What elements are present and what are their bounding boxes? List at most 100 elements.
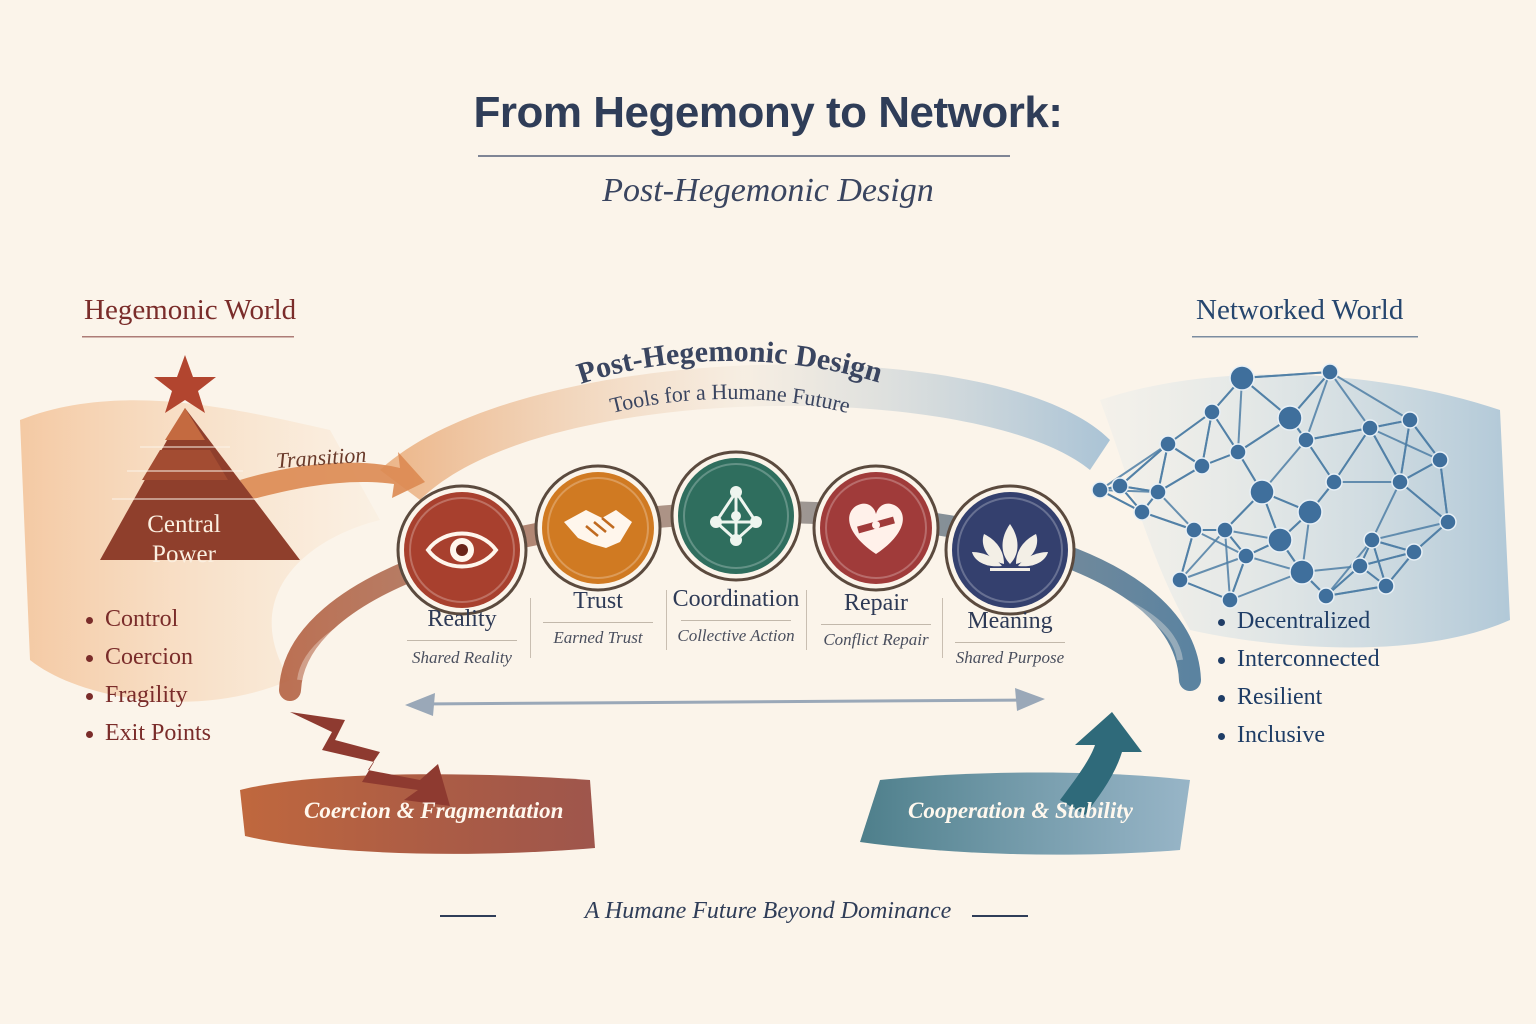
network-edge bbox=[1241, 371, 1331, 379]
tool-desc-meaning: Shared Purpose bbox=[955, 648, 1065, 667]
network-node bbox=[1091, 481, 1109, 499]
network-edge bbox=[1371, 481, 1401, 541]
title-divider bbox=[478, 155, 1010, 157]
network-node bbox=[1267, 527, 1293, 553]
tool-separator bbox=[530, 598, 531, 658]
network-edge bbox=[1399, 419, 1411, 483]
list-item: Inclusive bbox=[1218, 716, 1380, 754]
tool-name-repair: Repair bbox=[844, 590, 908, 616]
tool-badge-coordination bbox=[670, 450, 802, 582]
pyramid-label: Central Power bbox=[120, 510, 248, 570]
network-node-icon bbox=[710, 486, 762, 546]
network-node bbox=[1159, 435, 1177, 453]
bullet-text: Inclusive bbox=[1237, 722, 1325, 748]
list-item: Exit Points bbox=[86, 714, 211, 752]
pyramid-label-line1: Central bbox=[147, 511, 221, 538]
tool-divider bbox=[407, 640, 517, 641]
list-item: Decentralized bbox=[1218, 602, 1380, 640]
network-node bbox=[1149, 483, 1167, 501]
network-node bbox=[1133, 503, 1151, 521]
tool-name-meaning: Meaning bbox=[967, 608, 1053, 634]
tagline: A Humane Future Beyond Dominance bbox=[584, 898, 952, 924]
network-edge bbox=[1201, 411, 1213, 467]
tool-badge-meaning bbox=[944, 484, 1076, 616]
bullet-icon bbox=[86, 654, 93, 662]
tool-separator bbox=[806, 590, 807, 650]
tagline-rule-left bbox=[440, 915, 496, 917]
bullet-icon bbox=[86, 730, 93, 738]
network-node bbox=[1325, 473, 1343, 491]
eye-icon bbox=[425, 531, 499, 569]
network-node bbox=[1249, 479, 1275, 505]
network-edge bbox=[1329, 371, 1371, 429]
network-node bbox=[1229, 365, 1255, 391]
pyramid-label-line2: Power bbox=[152, 541, 216, 568]
mended-heart-icon bbox=[849, 503, 903, 554]
tool-badge-reality bbox=[396, 484, 528, 616]
network-edge bbox=[1179, 555, 1247, 581]
tool-name-coordination: Coordination bbox=[672, 586, 800, 612]
network-edge bbox=[1179, 529, 1226, 581]
network-node bbox=[1317, 587, 1335, 605]
network-edge bbox=[1167, 411, 1213, 445]
network-node bbox=[1185, 521, 1203, 539]
network-node bbox=[1193, 457, 1211, 475]
tool-badge-repair bbox=[812, 464, 940, 592]
tool-desc-trust: Earned Trust bbox=[553, 628, 643, 647]
bullet-icon bbox=[1218, 694, 1225, 702]
network-node bbox=[1216, 521, 1234, 539]
network-edge bbox=[1141, 511, 1195, 531]
network-node bbox=[1221, 591, 1239, 609]
coercion-label: Coercion & Fragmentation bbox=[304, 798, 564, 823]
network-node bbox=[1171, 571, 1189, 589]
bullet-text: Interconnected bbox=[1237, 646, 1380, 672]
bullet-text: Control bbox=[105, 606, 179, 632]
hegemonic-world-heading: Hegemonic World bbox=[84, 294, 297, 326]
hegemonic-bullet-list: Control Coercion Fragility Exit Points bbox=[86, 600, 211, 752]
network-node bbox=[1439, 513, 1457, 531]
network-edge bbox=[1325, 585, 1387, 597]
network-node bbox=[1405, 543, 1423, 561]
bullet-text: Resilient bbox=[1237, 684, 1323, 710]
network-node bbox=[1297, 499, 1323, 525]
bullet-text: Exit Points bbox=[105, 720, 212, 746]
tagline-rule-right bbox=[972, 915, 1028, 917]
network-node bbox=[1321, 363, 1339, 381]
network-edge bbox=[1119, 443, 1169, 487]
network-node bbox=[1229, 443, 1247, 461]
page-subtitle: Post-Hegemonic Design bbox=[602, 172, 934, 209]
tool-name-reality: Reality bbox=[427, 606, 497, 632]
network-node bbox=[1289, 559, 1315, 585]
network-edge bbox=[1369, 427, 1401, 483]
network-node bbox=[1401, 411, 1419, 429]
network-edge bbox=[1333, 427, 1371, 483]
network-edge bbox=[1369, 427, 1441, 461]
network-node bbox=[1431, 451, 1449, 469]
bullet-icon bbox=[86, 616, 93, 624]
network-edge bbox=[1099, 489, 1159, 493]
network-edge bbox=[1325, 539, 1373, 597]
network-edge bbox=[1359, 551, 1415, 567]
network-edge bbox=[1305, 427, 1371, 441]
network-node bbox=[1111, 477, 1129, 495]
network-edge bbox=[1224, 529, 1231, 601]
tool-separator bbox=[942, 598, 943, 658]
network-edge bbox=[1179, 579, 1231, 601]
bullet-icon bbox=[86, 692, 93, 700]
network-node bbox=[1237, 547, 1255, 565]
network-node bbox=[1391, 473, 1409, 491]
tool-divider bbox=[821, 624, 931, 625]
network-edge bbox=[1329, 371, 1411, 421]
bullet-icon bbox=[1218, 732, 1225, 740]
list-item: Interconnected bbox=[1218, 640, 1380, 678]
list-item: Control bbox=[86, 600, 211, 638]
list-item: Fragility bbox=[86, 676, 211, 714]
network-node bbox=[1277, 405, 1303, 431]
network-node bbox=[1363, 531, 1381, 549]
network-edge bbox=[1229, 571, 1303, 601]
bullet-text: Fragility bbox=[105, 682, 188, 708]
bullet-text: Coercion bbox=[105, 644, 193, 670]
